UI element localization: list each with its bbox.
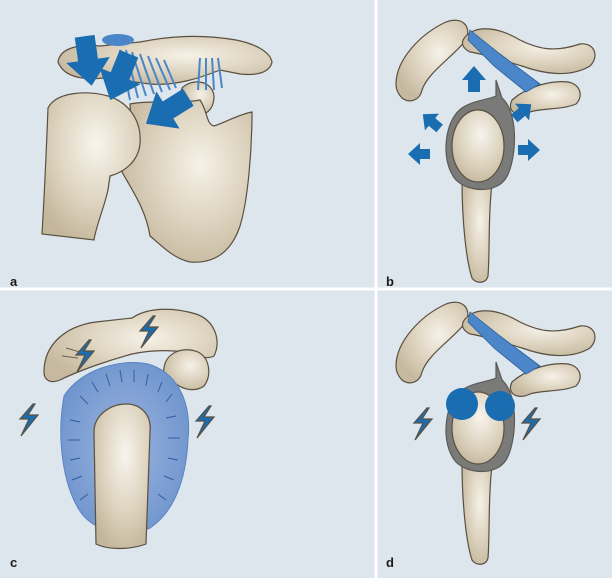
humerus	[93, 403, 151, 550]
coracoacromial-ligament	[467, 29, 541, 93]
arrow-up-icon	[462, 66, 486, 92]
arrow-icon	[145, 88, 194, 129]
scapula-neck	[461, 179, 493, 283]
panel-label-c: c	[10, 555, 18, 570]
acromion-bone	[395, 19, 469, 102]
scapula-body	[121, 99, 253, 263]
bursa-ellipse	[102, 34, 134, 46]
instability-arrows	[408, 66, 540, 165]
panel-b-illustration	[395, 19, 596, 283]
ligament-texture	[61, 347, 81, 359]
supraspinatus-tendon	[119, 49, 223, 101]
humerus	[41, 92, 141, 241]
glenoid-surface	[451, 109, 505, 183]
panel-label-d: d	[386, 555, 394, 570]
arrow-left-icon	[408, 143, 430, 165]
acromion-bone	[395, 301, 469, 384]
clavicle-bone	[461, 310, 596, 357]
panel-a-illustration	[41, 34, 273, 263]
panel-label-a: a	[10, 274, 18, 289]
clavicle-bone	[461, 28, 596, 75]
arrow-right-icon	[518, 139, 540, 161]
panel-label-b: b	[386, 274, 394, 289]
lesion-circle-right	[485, 391, 515, 421]
panel-d-illustration	[395, 301, 596, 565]
arrow-icon	[422, 113, 443, 133]
arrow-icon	[66, 34, 110, 86]
arrow-icon	[99, 50, 141, 101]
coracoacromial-ligament	[467, 311, 541, 375]
arrow-icon	[511, 103, 532, 123]
panel-c-illustration	[19, 308, 218, 550]
impingement-arrows	[66, 34, 194, 129]
scapula-neck	[461, 461, 493, 565]
acromion-bone	[43, 308, 218, 383]
lesion-circle-left	[446, 388, 478, 420]
